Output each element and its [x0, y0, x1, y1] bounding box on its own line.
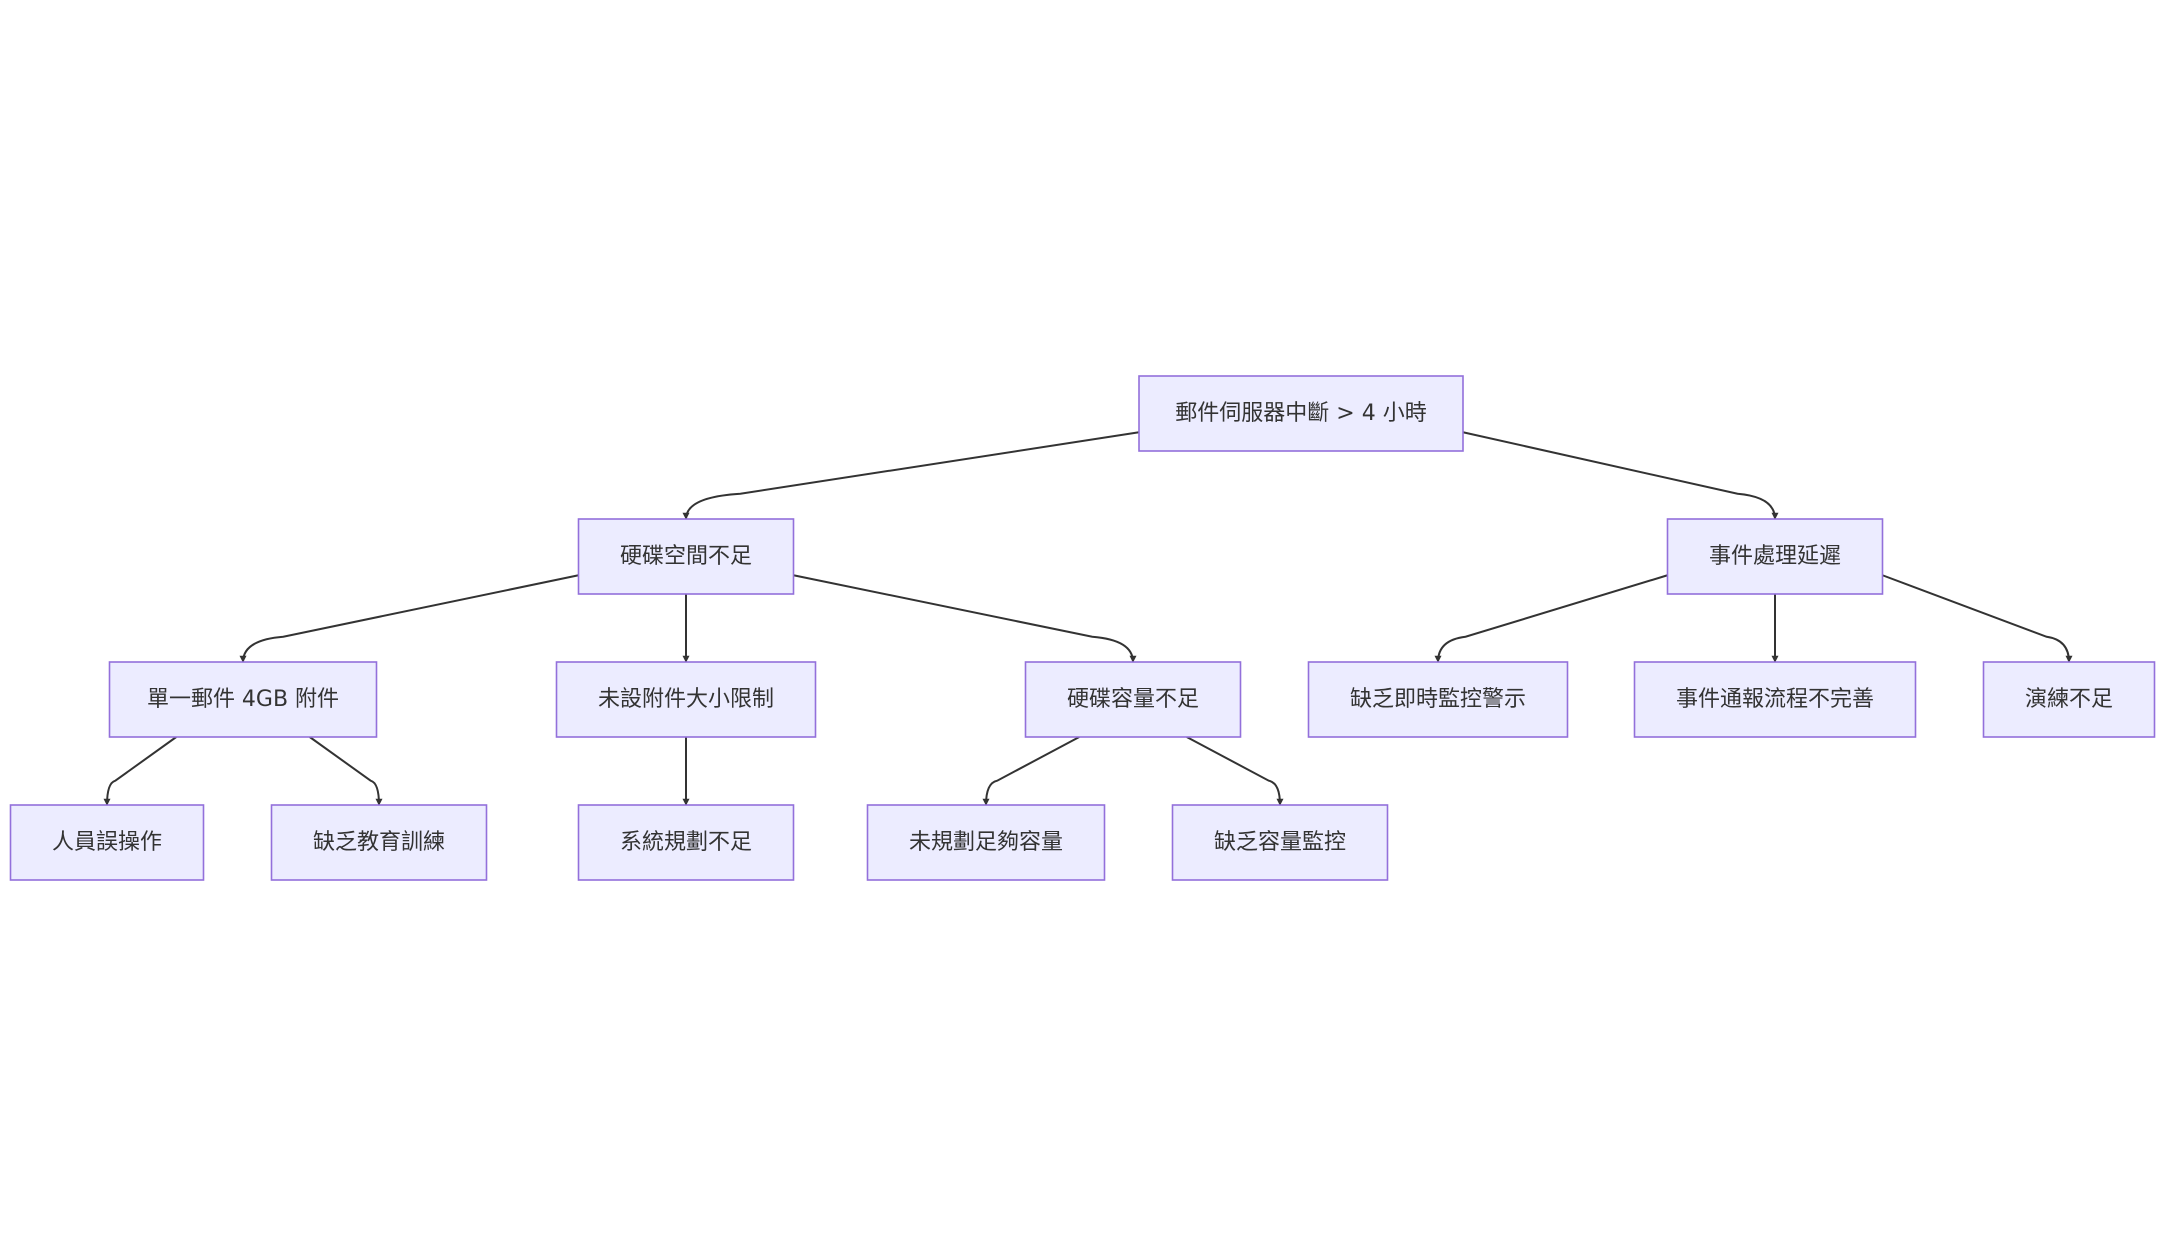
node-human-error: 人員誤操作	[9, 804, 205, 881]
node-report-flow: 事件通報流程不完善	[1633, 661, 1917, 738]
node-box	[1171, 804, 1389, 881]
node-single-mail: 單一郵件 4GB 附件	[108, 661, 378, 738]
node-box	[270, 804, 488, 881]
edge-arrow-root-to-disk_space	[682, 431, 1140, 520]
node-incident-delay: 事件處理延遲	[1666, 518, 1884, 595]
node-box	[1024, 661, 1242, 738]
node-no-attach-limit: 未設附件大小限制	[555, 661, 817, 738]
node-label: 單一郵件 4GB 附件	[147, 687, 339, 712]
edge-arrow-root-to-incident_delay	[1462, 431, 1779, 520]
edge-arrow-single_mail-to-no_training	[309, 736, 383, 806]
node-label: 硬碟容量不足	[1067, 687, 1199, 712]
node-disk-space: 硬碟空間不足	[577, 518, 795, 595]
node-root: 郵件伺服器中斷 > 4 小時	[1138, 375, 1464, 452]
node-drill: 演練不足	[1982, 661, 2156, 738]
node-box	[555, 661, 817, 738]
edge-arrow-disk_capacity-to-no_capacity_plan	[982, 736, 1080, 806]
node-box	[1666, 518, 1884, 595]
node-label: 缺乏容量監控	[1214, 830, 1346, 855]
edge-arrow-incident_delay-to-drill	[1882, 574, 2073, 663]
node-box	[1307, 661, 1569, 738]
node-box	[1982, 661, 2156, 738]
edge-arrow-single_mail-to-human_error	[103, 736, 177, 806]
node-label: 硬碟空間不足	[620, 544, 752, 569]
node-box	[577, 518, 795, 595]
node-box	[1138, 375, 1464, 452]
node-label: 系統規劃不足	[620, 830, 752, 855]
node-label: 事件處理延遲	[1709, 544, 1841, 569]
node-label: 事件通報流程不完善	[1676, 687, 1874, 712]
node-label: 未規劃足夠容量	[909, 830, 1063, 855]
edge-arrow-disk_space-to-single_mail	[239, 574, 579, 663]
node-label: 演練不足	[2025, 687, 2113, 712]
node-box	[108, 661, 378, 738]
node-label: 人員誤操作	[52, 830, 162, 855]
node-no-training: 缺乏教育訓練	[270, 804, 488, 881]
node-label: 未設附件大小限制	[598, 687, 774, 712]
node-no-capacity-mon: 缺乏容量監控	[1171, 804, 1389, 881]
node-disk-capacity: 硬碟容量不足	[1024, 661, 1242, 738]
node-box	[9, 804, 205, 881]
node-box	[1633, 661, 1917, 738]
edge-arrow-disk_space-to-disk_capacity	[793, 574, 1137, 663]
node-label: 缺乏教育訓練	[313, 830, 445, 855]
node-box	[866, 804, 1106, 881]
edge-arrow-incident_delay-to-no_monitoring	[1434, 574, 1668, 663]
node-sys-plan: 系統規劃不足	[577, 804, 795, 881]
node-no-capacity-plan: 未規劃足夠容量	[866, 804, 1106, 881]
node-box	[577, 804, 795, 881]
node-no-monitoring: 缺乏即時監控警示	[1307, 661, 1569, 738]
edges-layer	[103, 431, 2073, 806]
node-label: 缺乏即時監控警示	[1350, 687, 1526, 712]
node-label: 郵件伺服器中斷 > 4 小時	[1175, 401, 1426, 426]
edge-arrow-disk_capacity-to-no_capacity_mon	[1186, 736, 1284, 806]
